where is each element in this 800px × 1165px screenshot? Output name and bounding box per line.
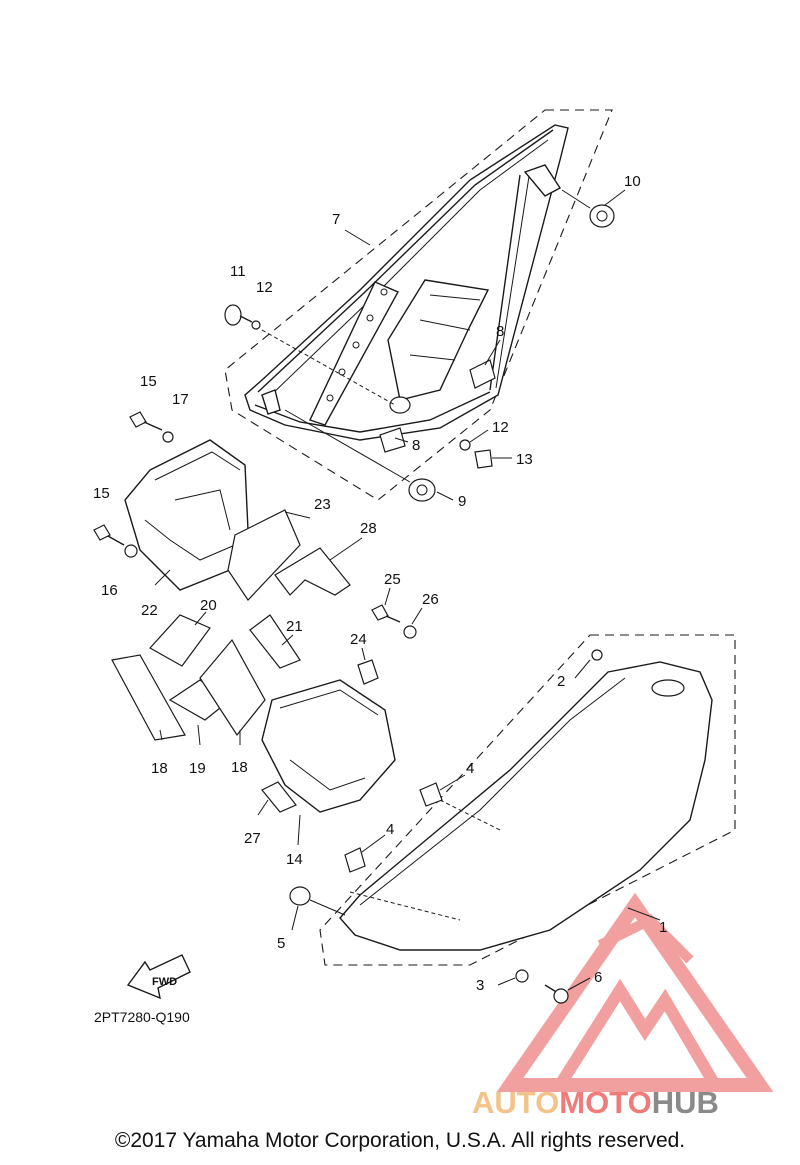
part-16-collar: [124, 544, 138, 558]
callout: 21: [286, 618, 303, 635]
callout: 11: [230, 263, 246, 280]
callout: 12: [256, 279, 273, 296]
callout: 1: [659, 919, 667, 936]
part-12-washer-top: [251, 320, 261, 330]
fwd-arrow-icon: FWD: [126, 954, 191, 1000]
part-6-bolt: [544, 984, 569, 1004]
callout: 7: [332, 211, 340, 228]
part-12-washer-bottom: [459, 439, 471, 451]
part-5-grommet: [289, 886, 346, 916]
part-9-grommet: [284, 409, 436, 502]
fwd-label: FWD: [152, 976, 177, 988]
watermark-hub: HUB: [652, 1085, 719, 1120]
callout: 10: [624, 173, 641, 190]
callout: 17: [172, 391, 189, 408]
callout: 5: [277, 935, 285, 952]
callout: 20: [200, 597, 217, 614]
callout: 13: [516, 451, 533, 468]
part-11-screw: [224, 304, 253, 326]
part-18-pad-left: [111, 654, 186, 741]
callout: 27: [244, 830, 261, 847]
watermark-moto: MOTO: [559, 1085, 651, 1120]
callout: 12: [492, 419, 509, 436]
part-23-pad: [227, 509, 301, 601]
callout: 23: [314, 496, 331, 513]
part-14-tool-box: [261, 679, 396, 813]
callout: 26: [422, 591, 439, 608]
callout: 19: [189, 760, 206, 777]
part-24-clip: [357, 659, 379, 685]
watermark-text: AUTOMOTOHUB: [472, 1085, 719, 1120]
part-22-air-box: [124, 439, 249, 591]
callout: 14: [286, 851, 303, 868]
callout: 8: [412, 437, 420, 454]
callout: 4: [386, 821, 394, 838]
callout: 15: [140, 373, 157, 390]
part-25-bolt: [371, 604, 401, 623]
callout: 15: [93, 485, 110, 502]
callout: 9: [458, 493, 466, 510]
part-8-pad-top: [469, 359, 496, 389]
exploded-parts-diagram: FWD 1 2 3 4 4 5 6 7 8 8 9 10 11 12 12 13…: [93, 109, 774, 1120]
callout: 2: [557, 673, 565, 690]
leader-lines: [154, 189, 661, 991]
callout: 24: [350, 631, 367, 648]
callout: 16: [101, 582, 118, 599]
callout: 28: [360, 520, 377, 537]
envelope-side-cover: [319, 634, 736, 966]
part-1-side-cover: [339, 661, 713, 951]
callout: 18: [151, 760, 168, 777]
callout: 8: [496, 323, 504, 340]
part-15-bolt-bottom: [93, 524, 125, 546]
part-7-side-cover-upper: [244, 124, 569, 441]
watermark-auto: AUTO: [472, 1085, 559, 1120]
part-10-grommet: [561, 189, 615, 228]
callout: 18: [231, 759, 248, 776]
part-21-pad: [249, 614, 301, 669]
diagram-code: 2PT7280-Q190: [94, 1009, 190, 1025]
copyright-notice: ©2017 Yamaha Motor Corporation, U.S.A. A…: [114, 1129, 686, 1152]
callout: 22: [141, 602, 158, 619]
part-4-pad-top: [419, 782, 443, 807]
part-18-pad-right: [199, 638, 266, 737]
envelope-seat-cover: [224, 109, 613, 501]
callout: 4: [466, 760, 474, 777]
callout: 25: [384, 571, 401, 588]
callouts: 1 2 3 4 4 5 6 7 8 8 9 10 11 12 12 13 14 …: [93, 173, 667, 994]
callout: 6: [594, 969, 602, 986]
part-26-collar: [403, 625, 417, 639]
watermark-logo: [496, 892, 774, 1092]
part-2-grommet: [591, 649, 603, 661]
part-20-pad: [149, 614, 211, 667]
part-4-pad-bottom: [344, 847, 366, 873]
part-28-pad: [274, 547, 351, 596]
part-8-pad-bottom: [379, 427, 406, 453]
part-17-collar: [162, 431, 174, 443]
callout: 3: [476, 977, 484, 994]
part-13-nut: [474, 449, 493, 469]
part-27-pad: [261, 781, 297, 813]
part-3-collar: [515, 969, 529, 983]
part-15-bolt-top: [129, 411, 163, 431]
